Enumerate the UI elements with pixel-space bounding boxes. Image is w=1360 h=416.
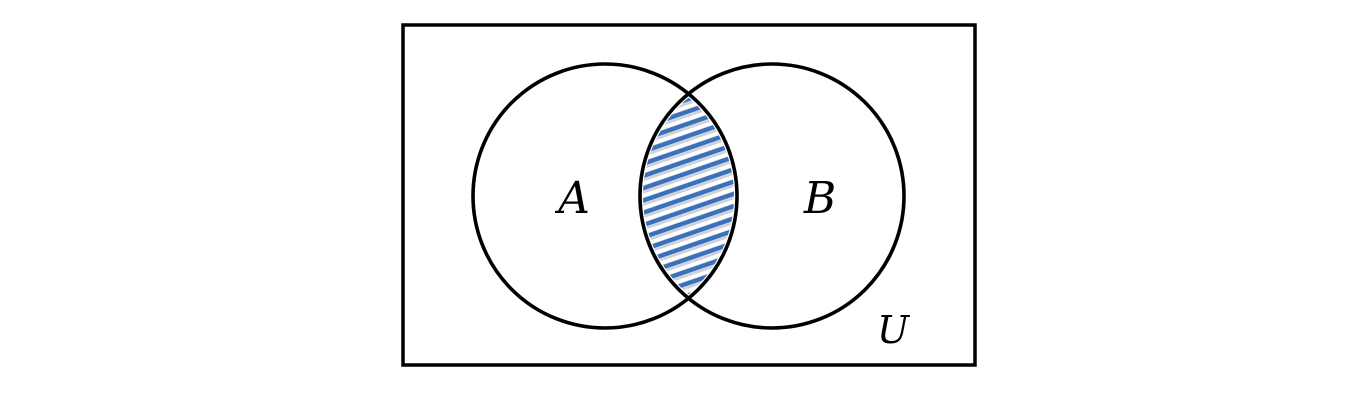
- set-b-label: B: [803, 173, 836, 224]
- set-a-label: A: [554, 173, 590, 224]
- universe-label: U: [877, 308, 911, 352]
- set-b-circle: [638, 62, 906, 330]
- set-a-circle: [471, 62, 739, 330]
